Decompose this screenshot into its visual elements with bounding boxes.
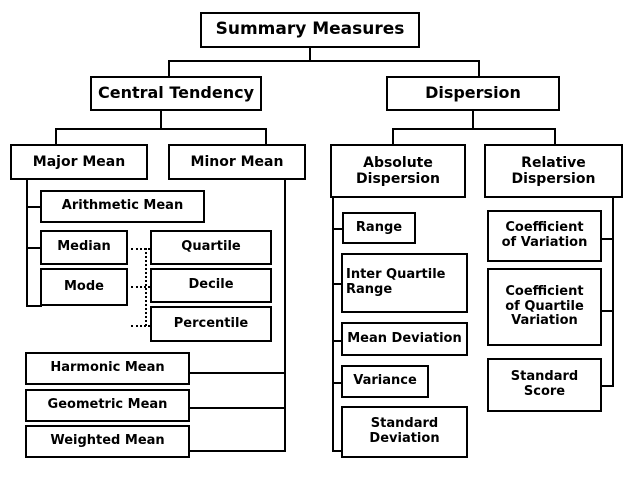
node-summary-measures[interactable]: Summary Measures [200,12,420,48]
connector-relative-to-coef-quartile-variation [602,310,614,312]
connector-minor-to-weighted [190,450,286,452]
connector-major-to-mode [26,305,42,307]
node-quartile[interactable]: Quartile [150,230,272,265]
connector-root-to-central [168,60,170,77]
node-dispersion[interactable]: Dispersion [386,76,560,111]
connector-relative-to-standard-score [602,385,614,387]
connector-major-to-median [26,247,42,249]
node-range[interactable]: Range [342,212,416,244]
connector-relative-to-coef-variation [602,238,614,240]
connector-central-to-major [55,128,57,145]
connector-minor-spine [284,180,286,452]
connector-absolute-to-mean-deviation [332,340,344,342]
node-harmonic-mean[interactable]: Harmonic Mean [25,352,190,385]
node-weighted-mean[interactable]: Weighted Mean [25,425,190,458]
connector-minor-to-geometric [190,407,286,409]
node-coefficient-of-variation[interactable]: Coefficient of Variation [487,210,602,262]
connector-minor-to-harmonic [190,372,286,374]
connector-root-stem [309,48,311,61]
node-mean-deviation[interactable]: Mean Deviation [341,322,468,356]
connector-dotted-to-decile [131,286,150,288]
connector-relative-spine [612,198,614,386]
connector-absolute-to-standard-deviation [332,450,344,452]
node-standard-deviation[interactable]: Standard Deviation [341,406,468,458]
connector-major-to-arithmetic [26,206,42,208]
node-minor-mean[interactable]: Minor Mean [168,144,306,180]
node-coefficient-of-quartile-variation[interactable]: Coefficient of Quartile Variation [487,268,602,346]
node-standard-score[interactable]: Standard Score [487,358,602,412]
connector-root-bus [168,60,480,62]
connector-central-stem [160,111,162,129]
connector-dispersion-to-absolute [392,128,394,145]
connector-dotted-to-quartile [131,248,150,250]
connector-central-bus [55,128,267,130]
connector-dispersion-to-relative [554,128,556,145]
connector-major-spine [26,180,28,306]
connector-dotted-to-percentile [131,325,150,327]
connector-absolute-to-variance [332,382,344,384]
connector-central-to-minor [265,128,267,145]
connector-absolute-spine [332,198,334,450]
node-relative-dispersion[interactable]: Relative Dispersion [484,144,623,198]
node-variance[interactable]: Variance [341,365,429,398]
connector-dispersion-stem [472,111,474,129]
connector-root-to-dispersion [478,60,480,77]
node-median[interactable]: Median [40,230,128,265]
node-percentile[interactable]: Percentile [150,306,272,342]
node-geometric-mean[interactable]: Geometric Mean [25,389,190,422]
node-mode[interactable]: Mode [40,268,128,306]
node-decile[interactable]: Decile [150,268,272,303]
node-absolute-dispersion[interactable]: Absolute Dispersion [330,144,466,198]
node-inter-quartile-range[interactable]: Inter Quartile Range [341,253,468,313]
connector-absolute-to-iqr [332,283,344,285]
node-arithmetic-mean[interactable]: Arithmetic Mean [40,190,205,223]
connector-dispersion-bus [392,128,556,130]
connector-absolute-to-range [332,228,344,230]
node-central-tendency[interactable]: Central Tendency [90,76,262,111]
node-major-mean[interactable]: Major Mean [10,144,148,180]
